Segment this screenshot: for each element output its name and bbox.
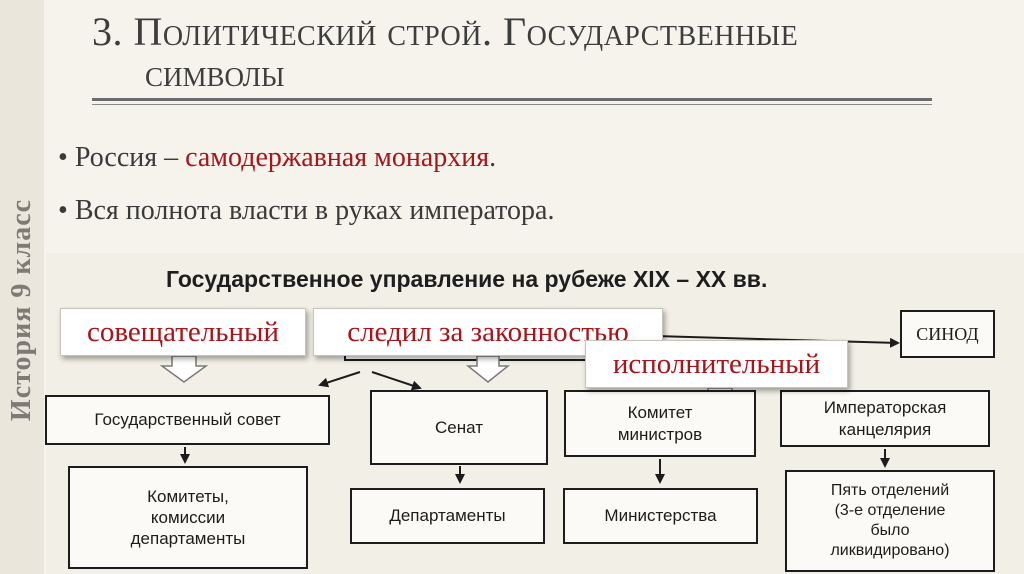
bullet-end: . (489, 142, 497, 173)
page-title: 3. Политический строй. Государственные (92, 9, 799, 54)
box-label: Императорская канцелярия (823, 398, 947, 439)
bullet-marker: • (58, 195, 68, 226)
bullet-highlight: самодержавная монархия (185, 142, 490, 173)
box-label: Государственный совет (94, 410, 281, 430)
bullet-marker: • (58, 142, 68, 173)
box-label: Комитеты, комиссии департаменты (130, 486, 246, 549)
bullet-power: • Вся полнота власти в руках императора. (58, 195, 554, 227)
box-senate: Сенат (370, 390, 548, 465)
title-divider-thin (92, 104, 932, 105)
box-label: Сенат (435, 417, 483, 437)
callout-arrow-icon (465, 355, 511, 383)
bullet-text: Россия – (74, 142, 186, 173)
callout-arrow-icon (159, 355, 209, 383)
callout-executive: исполнительный (585, 340, 848, 388)
arrow-to-council (318, 371, 361, 388)
box-departments: Департаменты (350, 488, 545, 544)
box-imperial-chancellery: Императорская канцелярия (780, 390, 990, 447)
box-label: Пять отделений (3-е отделение было ликви… (830, 482, 950, 559)
page-title-continued: символы (145, 53, 285, 95)
bullet-text: Вся полнота власти в руках императора. (74, 195, 555, 226)
box-synod: СИНОД (900, 310, 995, 358)
callout-advisory: совещательный (60, 308, 306, 356)
box-five-sections: Пять отделений (3-е отделение было ликви… (785, 470, 995, 572)
box-state-council: Государственный совет (45, 395, 330, 445)
arrow-to-sinod (654, 335, 900, 348)
box-committees-departments: Комитеты, комиссии департаменты (68, 466, 308, 569)
box-committee-ministers: Комитет министров (564, 390, 756, 457)
box-label: Комитет министров (617, 403, 703, 444)
box-label: Департаменты (389, 506, 506, 526)
diagram-title: Государственное управление на рубеже XIX… (166, 266, 768, 292)
box-ministries: Министерства (563, 488, 758, 544)
bullet-russia: • Россия – самодержавная монархия. (58, 142, 496, 174)
box-label: Министерства (604, 506, 717, 526)
arrow-to-senate (371, 371, 422, 391)
box-label: СИНОД (916, 323, 979, 344)
title-divider (92, 98, 932, 101)
sidebar: История 9 класс (0, 0, 44, 574)
